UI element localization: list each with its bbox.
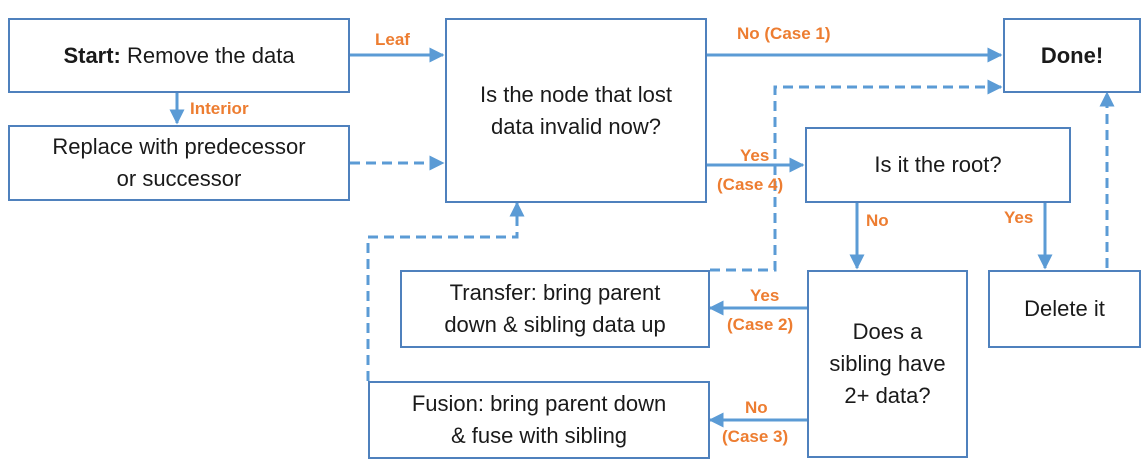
sibling-line-2: sibling have [829, 351, 946, 376]
label-case-3: (Case 3) [722, 427, 789, 446]
sibling-line-3: 2+ data? [844, 383, 931, 408]
delete-label: Delete it [1024, 296, 1105, 321]
replace-line-2: or successor [116, 166, 242, 191]
delete-box: Delete it [988, 270, 1141, 348]
fusion-box: Fusion: bring parent down & fuse with si… [368, 381, 710, 459]
label-yes-root: Yes [1004, 208, 1034, 227]
root-label: Is it the root? [874, 152, 1002, 177]
label-interior: Interior [190, 99, 249, 118]
root-box: Is it the root? [805, 127, 1071, 203]
transfer-box: Transfer: bring parent down & sibling da… [400, 270, 710, 348]
fusion-line-2: & fuse with sibling [450, 423, 628, 448]
arrow-fusion-to-invalid [366, 201, 525, 381]
start-box: Start: Remove the data [8, 18, 350, 93]
done-label: Done! [1040, 42, 1104, 68]
start-label: Start: Remove the data [63, 42, 295, 68]
sibling-line-1: Does a [852, 319, 923, 344]
label-no-case-3: No [745, 398, 768, 417]
label-yes-case-4: Yes [740, 146, 770, 165]
label-no-root: No [866, 211, 889, 230]
invalid-line-1: Is the node that lost [479, 81, 673, 107]
replace-line-1: Replace with predecessor [52, 134, 306, 159]
sibling-box: Does a sibling have 2+ data? [807, 270, 968, 458]
replace-box: Replace with predecessor or successor [8, 125, 350, 201]
label-yes-case-2: Yes [750, 286, 780, 305]
invalid-line-2: data invalid now? [490, 113, 661, 139]
arrow-transfer-to-done [710, 79, 1003, 272]
label-no-case-1: No (Case 1) [737, 24, 831, 43]
fusion-line-1: Fusion: bring parent down [411, 391, 667, 416]
label-case-2: (Case 2) [727, 315, 794, 334]
transfer-line-1: Transfer: bring parent [449, 280, 661, 305]
label-leaf: Leaf [375, 30, 410, 49]
done-box: Done! [1003, 18, 1141, 93]
transfer-line-2: down & sibling data up [444, 312, 666, 337]
label-case-4: (Case 4) [717, 175, 784, 194]
invalid-box: Is the node that lost data invalid now? [445, 18, 707, 203]
